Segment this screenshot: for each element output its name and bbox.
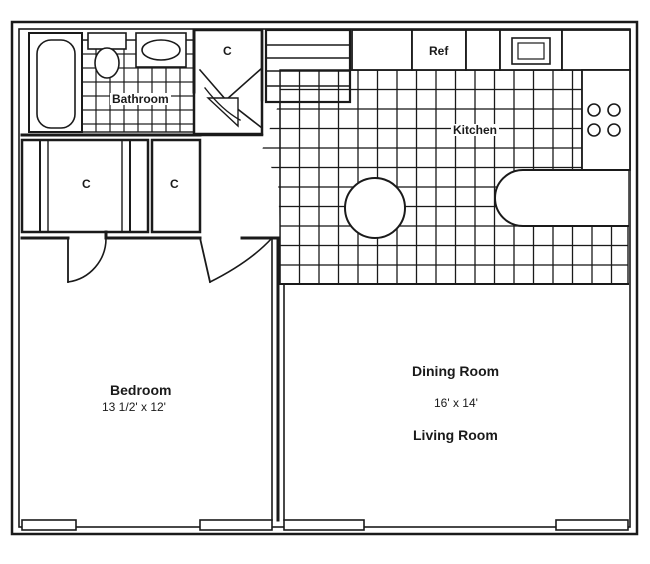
hallway-wall [198, 28, 264, 137]
windows [21, 519, 629, 531]
coat-closet [150, 138, 202, 234]
living-room-size: 16' x 14' [434, 396, 478, 410]
bedroom-door [67, 237, 107, 283]
bedroom-walls [20, 230, 280, 522]
stairs [264, 28, 352, 104]
kitchen-counter [351, 29, 631, 171]
kitchen-sink [511, 37, 551, 65]
breakfast-bar [494, 169, 629, 227]
living-room-label: Living Room [413, 427, 498, 443]
stove-burners [587, 103, 621, 137]
bathroom-sink [135, 32, 187, 68]
bedroom-label: Bedroom [110, 382, 172, 398]
refrigerator-label: Ref [427, 44, 451, 58]
dining-room-label: Dining Room [412, 363, 500, 379]
dining-table [344, 177, 406, 239]
closet-label-coat: C [170, 177, 179, 191]
bedroom-size: 13 1/2' x 12' [102, 400, 166, 414]
kitchen-label: Kitchen [451, 123, 500, 137]
living-room-walls [279, 283, 629, 521]
bedroom-closet [20, 138, 150, 234]
toilet [87, 32, 127, 79]
bathroom-label: Bathroom [110, 92, 171, 106]
closet-door [198, 236, 274, 284]
closet-label-top: C [223, 44, 232, 58]
closet-label-bedroom: C [82, 177, 91, 191]
bathtub [28, 32, 83, 133]
